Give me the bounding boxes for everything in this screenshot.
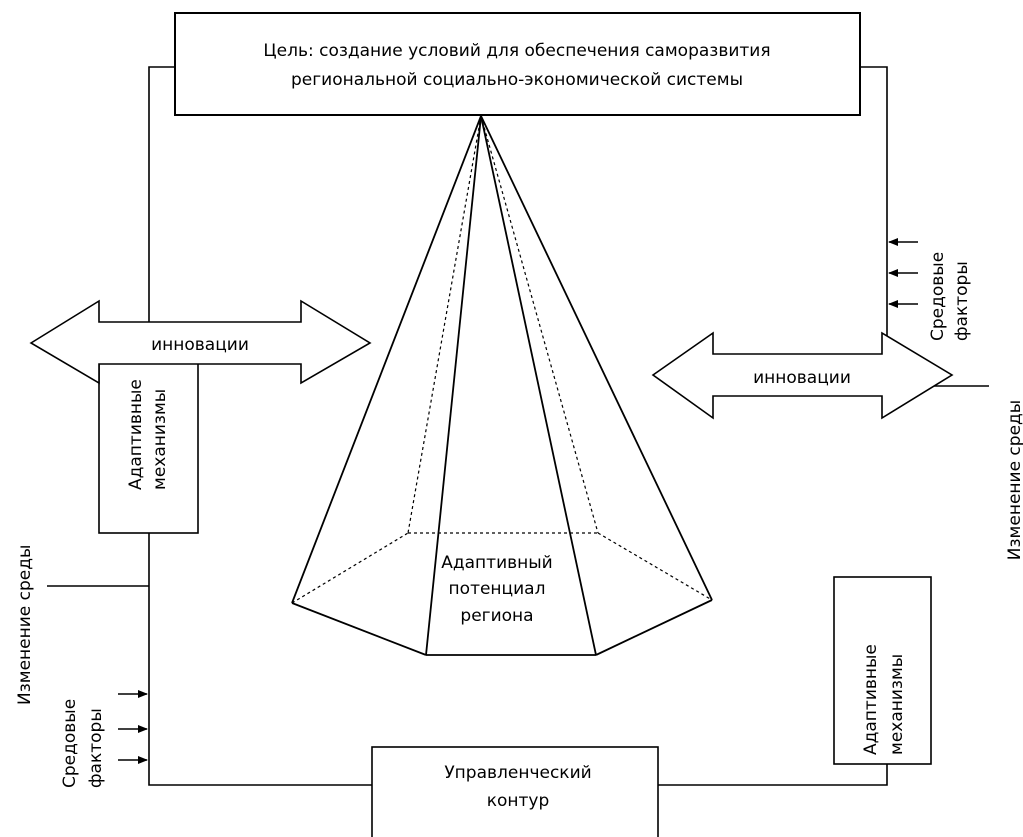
goal-box [174,12,861,116]
innovation-arrow-right [651,331,954,420]
goal-text-line1: Цель: создание условий для обеспечения с… [263,41,770,61]
adaptive-mechanisms-left-box [98,331,199,534]
innovation-left-label: инновации [151,335,249,355]
env-factor-arrows-right [888,238,918,308]
env-factors-right-line2: факторы [952,261,972,341]
control-label-line2: контур [487,791,550,811]
control-label-line1: Управленческий [444,763,591,783]
innovation-arrow-left [29,299,372,385]
env-change-left-label: Изменение среды [15,545,35,705]
env-factor-arrows-left [118,690,148,764]
potential-label-line3: региона [460,606,533,626]
line-right-to-control [658,764,888,786]
innovation-right-label: инновации [753,368,851,388]
env-factors-left-line1: Средовые [60,699,80,788]
adaptive-right-line1: Адаптивные [861,644,881,755]
pyramid [291,115,713,656]
line-goal-to-left [148,66,175,322]
adaptive-left-line2: механизмы [150,389,170,490]
adaptive-left-line1: Адаптивные [126,379,146,490]
line-goal-to-right [860,66,888,354]
pyramid-visible-edges [291,115,713,656]
control-contour-box [371,746,659,837]
goal-text-line2: региональной социально-экономической сис… [291,70,743,90]
adaptive-right-line2: механизмы [887,654,907,755]
pyramid-hidden-edges [291,115,713,604]
adaptive-mechanisms-right-box [833,576,932,765]
potential-label-line1: Адаптивный [441,553,552,573]
env-factors-left-line2: факторы [86,708,106,788]
env-change-right-label: Изменение среды [1005,400,1023,560]
potential-label-line2: потенциал [449,579,546,599]
env-factors-right-line1: Средовые [928,252,948,341]
line-left-to-control [148,533,372,786]
